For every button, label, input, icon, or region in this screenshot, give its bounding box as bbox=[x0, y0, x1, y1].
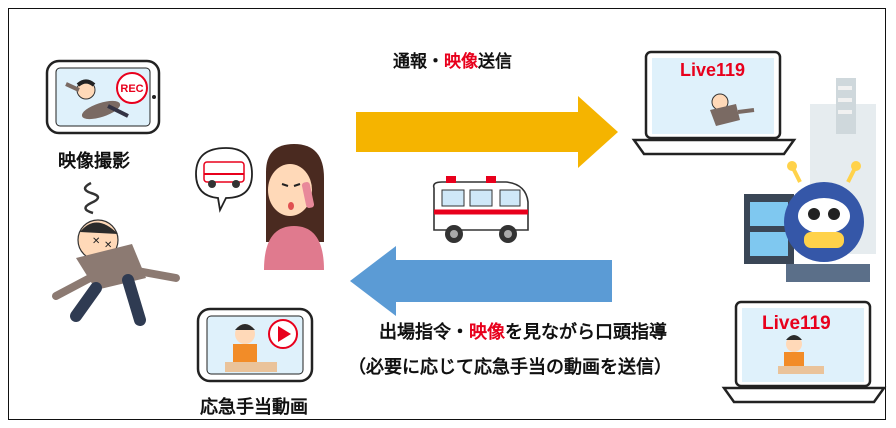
outer-frame bbox=[8, 8, 886, 420]
instruction-arrow-left bbox=[350, 246, 612, 316]
phone-recording-icon: REC bbox=[45, 59, 161, 135]
bottom-message-part2: を見ながら口頭指導 bbox=[505, 322, 667, 343]
laptop-bottom: Live119 bbox=[721, 300, 887, 404]
bottom-message-line2: （必要に応じて応急手当の動画を送信） bbox=[348, 357, 672, 378]
first-aid-video-icon bbox=[196, 307, 314, 383]
svg-text:✕: ✕ bbox=[104, 240, 112, 251]
top-message-part2: 送信 bbox=[478, 52, 512, 72]
ambulance-illustration bbox=[432, 176, 529, 243]
top-message: 通報・映像送信 bbox=[393, 47, 512, 72]
command-center-illustration bbox=[744, 78, 876, 282]
top-message-part1: 通報・ bbox=[393, 52, 444, 72]
bottom-message-part1: 出場指令・ bbox=[379, 322, 469, 343]
laptop-bottom-brand: Live119 bbox=[762, 313, 831, 334]
bottom-message-highlight: 映像 bbox=[469, 322, 505, 343]
video-shoot-label: 映像撮影 bbox=[58, 151, 130, 172]
svg-text:✕: ✕ bbox=[92, 236, 100, 247]
transmit-arrow-right bbox=[356, 96, 618, 168]
top-message-highlight: 映像 bbox=[444, 52, 478, 72]
laptop-top-brand: Live119 bbox=[680, 60, 745, 80]
collapsed-person-illustration: ✕ ✕ bbox=[52, 181, 180, 326]
first-aid-video-label: 応急手当動画 bbox=[200, 397, 308, 418]
bottom-message-line1: 出場指令・映像を見ながら口頭指導 bbox=[379, 318, 667, 344]
caller-woman-illustration bbox=[195, 144, 324, 270]
laptop-top: Live119 bbox=[631, 50, 797, 156]
rec-label: REC bbox=[120, 83, 143, 95]
